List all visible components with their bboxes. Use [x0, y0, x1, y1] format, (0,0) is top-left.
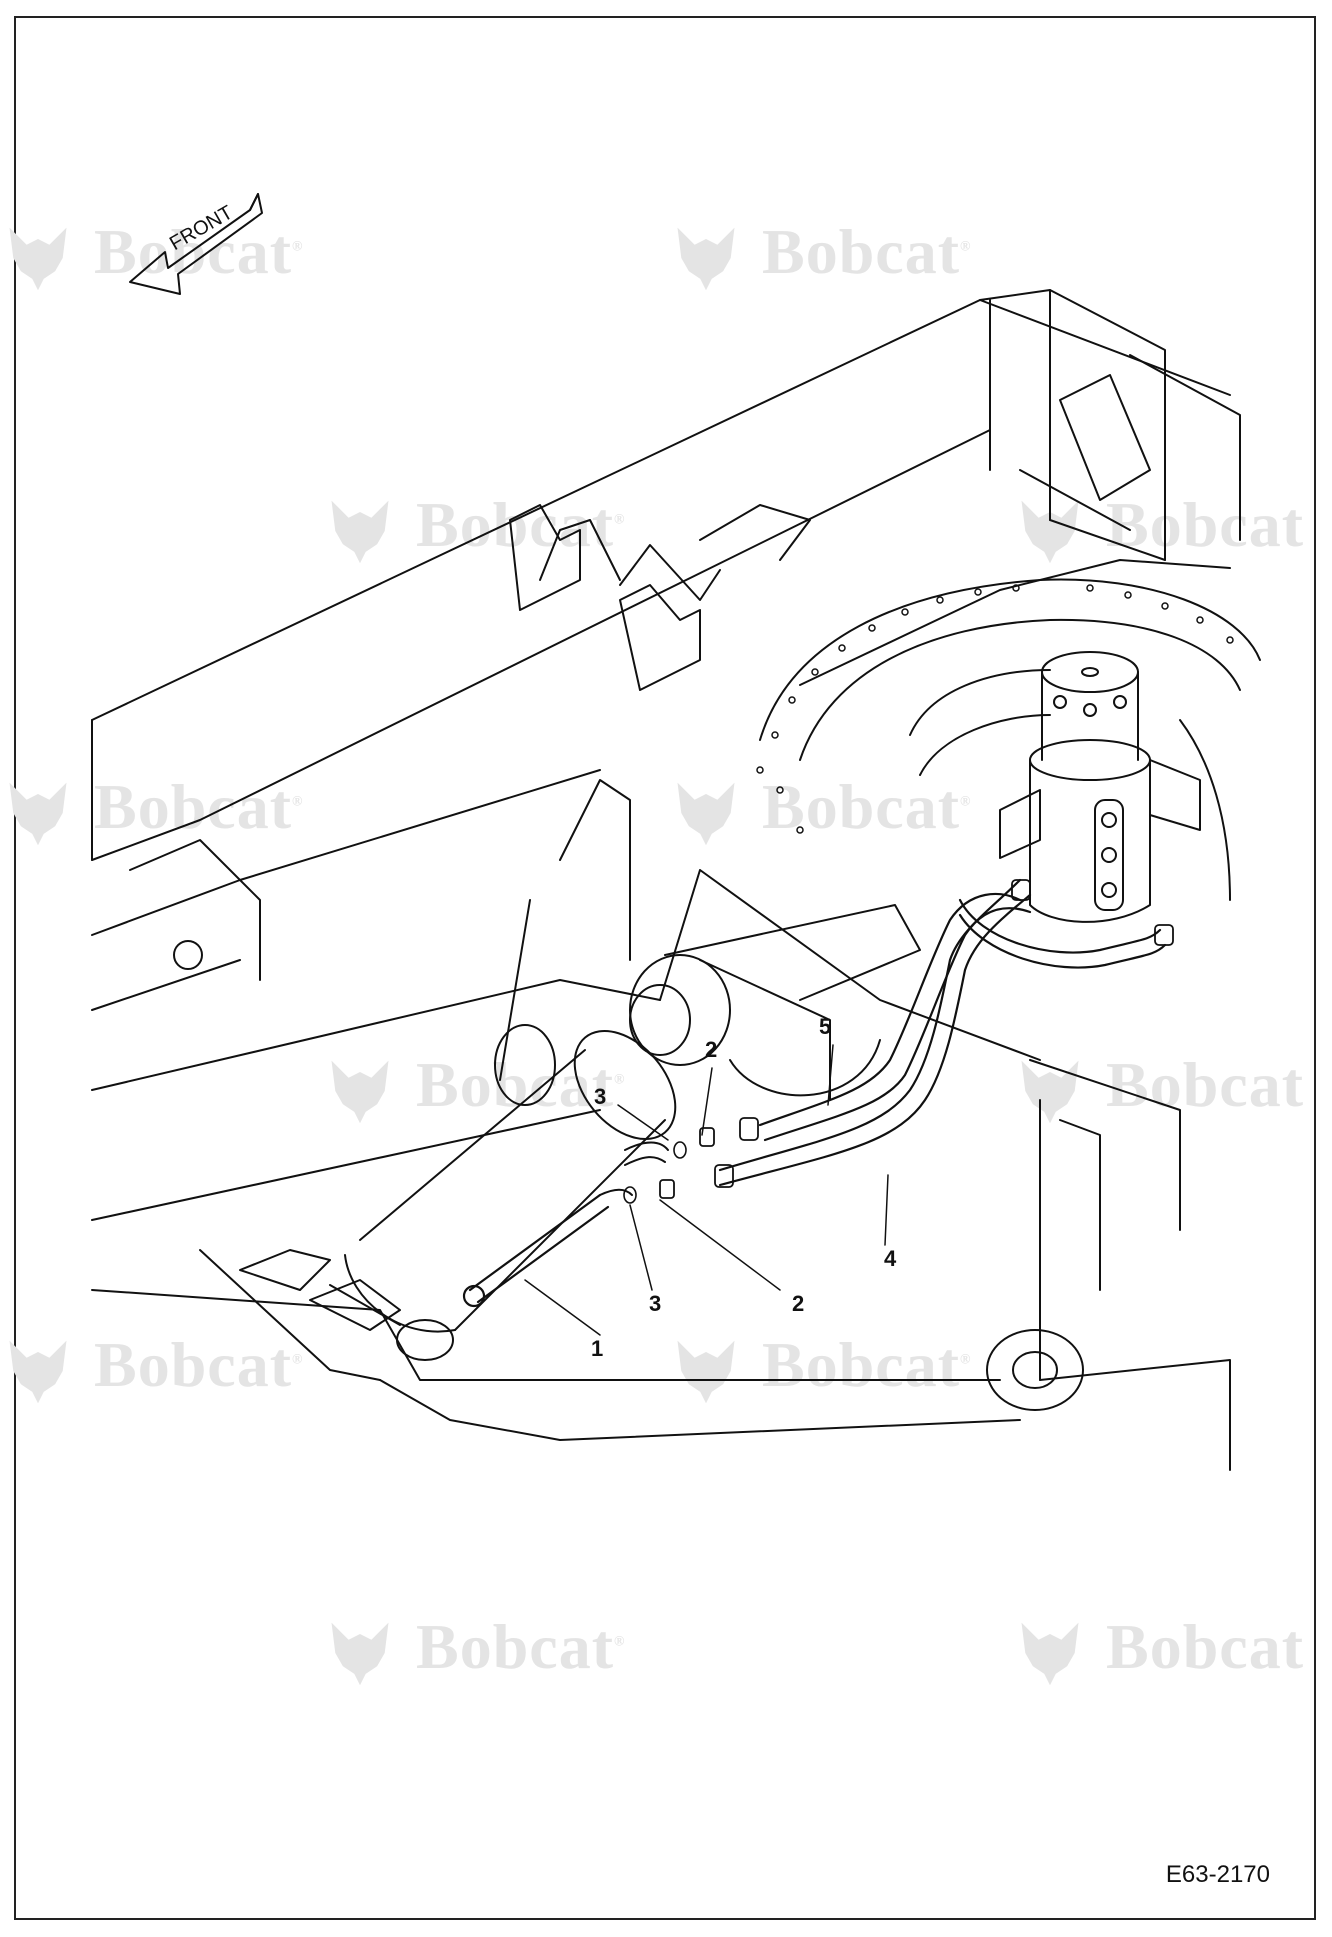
watermark: Bobcat®: [668, 215, 971, 296]
callout-leaders: [524, 1044, 889, 1336]
upper-frame-beam: [91, 289, 1241, 1011]
watermark-brand: Bobcat: [1106, 1611, 1304, 1682]
callout-1: 1: [591, 1336, 604, 1361]
bobcat-logo-icon: [677, 227, 735, 291]
callout-3: 3: [649, 1291, 662, 1316]
pivot-boss: [173, 940, 1084, 1411]
swing-bearing: [759, 578, 1261, 901]
rotary-joint: [999, 651, 1201, 923]
watermark-brand: Bobcat: [762, 771, 960, 842]
hose-fitting: [659, 879, 1174, 1199]
watermark-brand: Bobcat: [762, 1329, 960, 1400]
bobcat-logo-icon: [9, 227, 67, 291]
callout-2: 2: [705, 1037, 718, 1062]
watermark-brand: Bobcat: [416, 1049, 614, 1120]
o-ring: [623, 1141, 687, 1204]
bobcat-logo-icon: [1021, 1622, 1079, 1686]
bobcat-logo-icon: [677, 782, 735, 846]
bobcat-logo-icon: [1021, 1060, 1079, 1124]
watermark-brand: Bobcat: [416, 1611, 614, 1682]
bobcat-logo-icon: [9, 1340, 67, 1404]
bobcat-logo-icon: [331, 1622, 389, 1686]
watermark: Bobcat®: [668, 1328, 971, 1409]
callout-3: 3: [594, 1084, 607, 1109]
elbow-fitting: [599, 1141, 669, 1196]
watermark: Bobcat®: [322, 1610, 625, 1691]
watermark: Bobcat: [1012, 1610, 1304, 1691]
callout-2: 2: [792, 1291, 805, 1316]
bobcat-logo-icon: [331, 500, 389, 564]
watermark-brand: Bobcat: [94, 1329, 292, 1400]
watermark: Bobcat®: [0, 770, 303, 851]
bobcat-logo-icon: [331, 1060, 389, 1124]
bobcat-logo-icon: [677, 1340, 735, 1404]
watermark-brand: Bobcat: [762, 216, 960, 287]
bearing-bolt-holes: [756, 584, 1234, 834]
front-arrow-icon: [129, 193, 263, 295]
watermark-brand: Bobcat: [1106, 489, 1304, 560]
watermark: Bobcat: [1012, 488, 1304, 569]
bobcat-logo-icon: [1021, 500, 1079, 564]
beam-bracket: [509, 374, 1151, 691]
callout-5: 5: [819, 1014, 832, 1039]
hose-5: [758, 892, 1167, 1142]
watermark: Bobcat®: [322, 1048, 625, 1129]
watermark: Bobcat®: [668, 770, 971, 851]
drawing-code: E63-2170: [1165, 1861, 1270, 1888]
watermark-brand: Bobcat: [1106, 1049, 1304, 1120]
watermark: Bobcat®: [0, 1328, 303, 1409]
lower-frame: [91, 779, 1231, 1471]
hose-1: [462, 1193, 610, 1308]
callout-4: 4: [884, 1246, 897, 1271]
watermark: Bobcat: [1012, 1048, 1304, 1129]
bobcat-logo-icon: [9, 782, 67, 846]
page-frame: [14, 16, 1316, 1920]
watermark-brand: Bobcat: [94, 771, 292, 842]
